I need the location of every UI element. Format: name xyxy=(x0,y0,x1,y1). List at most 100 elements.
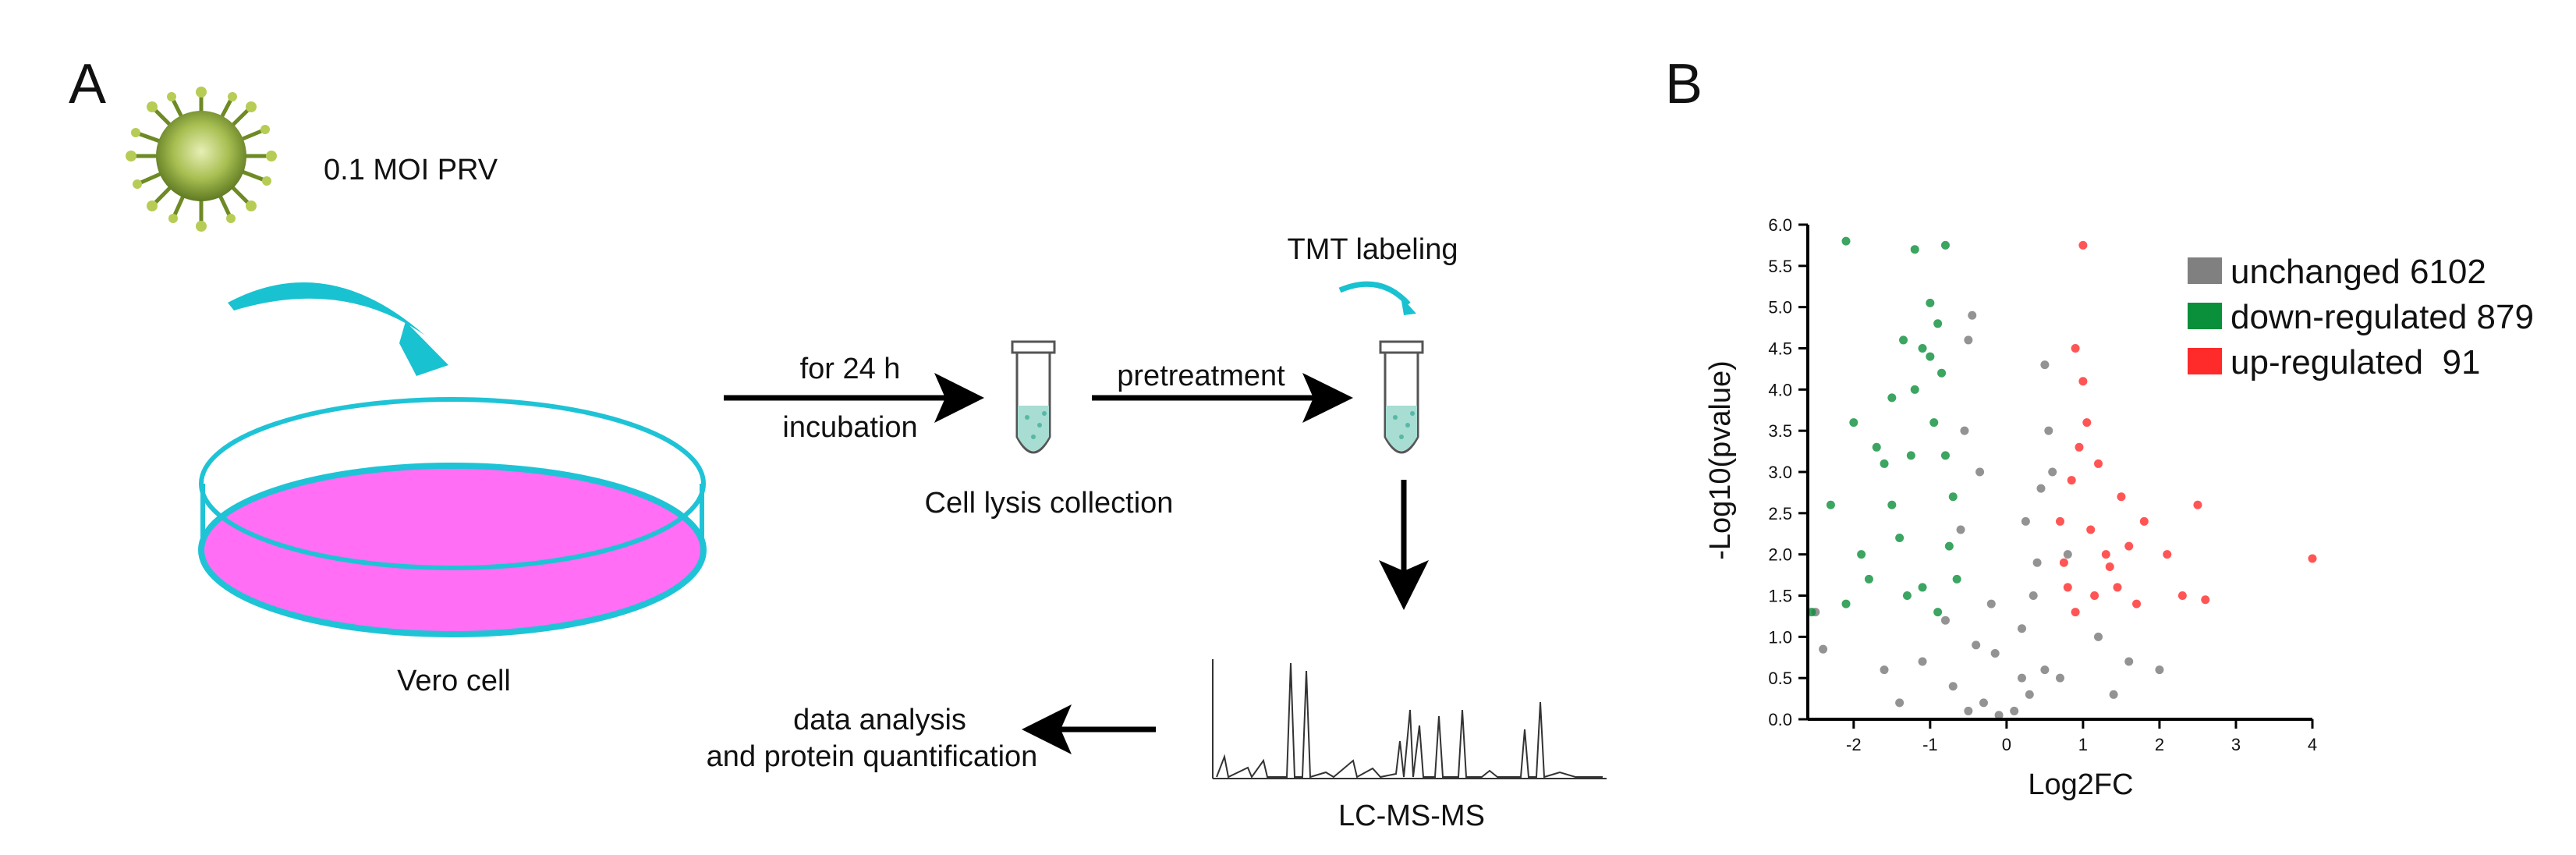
down-regulated-point xyxy=(1841,599,1851,608)
up-regulated-point xyxy=(2063,583,2072,592)
unchanged-point xyxy=(1918,657,1927,666)
up-regulated-point xyxy=(2163,550,2172,559)
y-tick-label: 1.0 xyxy=(1768,627,1792,647)
down-regulated-point xyxy=(1910,385,1919,394)
unchanged-point xyxy=(2040,360,2050,370)
x-tick-label: 4 xyxy=(2308,735,2317,754)
unchanged-point xyxy=(2029,591,2038,600)
unchanged-point xyxy=(1994,711,2004,720)
unchanged-point xyxy=(2036,484,2046,493)
unchanged-point xyxy=(2032,558,2042,567)
y-tick-label: 0.5 xyxy=(1768,669,1792,688)
unchanged-point xyxy=(1972,640,1981,650)
unchanged-point xyxy=(2025,690,2034,699)
up-regulated-point xyxy=(2086,525,2096,534)
up-regulated-point xyxy=(2132,599,2142,608)
x-tick-label: 3 xyxy=(2231,735,2241,754)
volcano-plot: 0.00.51.01.52.02.53.03.54.04.55.05.56.0 … xyxy=(1704,215,2317,801)
up-regulated-point xyxy=(2056,516,2064,526)
unchanged-point xyxy=(1960,426,1969,435)
arrow-right-icon xyxy=(724,373,984,423)
tube2-label: TMT labeling xyxy=(1288,233,1458,266)
y-tick-label: 3.0 xyxy=(1768,463,1792,482)
down-regulated-point xyxy=(1948,492,1958,502)
up-regulated-point xyxy=(2059,558,2068,567)
unchanged-point xyxy=(2044,426,2053,435)
unchanged-point xyxy=(2063,550,2072,559)
step2-label: pretreatment xyxy=(1117,360,1285,392)
down-regulated-point xyxy=(1926,298,1935,307)
down-regulated-point xyxy=(1841,236,1851,246)
up-regulated-point xyxy=(2094,459,2103,468)
unchanged-point xyxy=(1979,698,1988,708)
legend-down-regulated: down-regulated 879 xyxy=(2231,298,2534,336)
tube-icon xyxy=(1379,340,1424,454)
x-tick-label: -2 xyxy=(1846,735,1862,754)
down-regulated-point xyxy=(1940,240,1950,250)
dish-label: Vero cell xyxy=(397,665,511,697)
step1-duration: for 24 h xyxy=(800,353,901,385)
unchanged-point xyxy=(1895,698,1905,708)
x-tick-label: 2 xyxy=(2155,735,2164,754)
down-regulated-point xyxy=(1926,352,1935,361)
unchanged-point xyxy=(1819,644,1828,654)
chromatogram-image xyxy=(1212,659,1607,779)
down-regulated-point xyxy=(1944,541,1954,551)
up-regulated-point xyxy=(2090,591,2099,600)
y-tick-label: 5.0 xyxy=(1768,298,1792,318)
y-tick-label: 1.5 xyxy=(1768,587,1792,606)
ms-label: LC-MS-MS xyxy=(1338,800,1485,832)
up-regulated-point xyxy=(2067,476,2076,485)
down-regulated-point xyxy=(1887,500,1897,509)
unchanged-point xyxy=(2017,624,2026,633)
unchanged-point xyxy=(2155,665,2164,675)
down-regulated-point xyxy=(1895,534,1905,543)
down-regulated-point xyxy=(1952,574,1961,584)
down-regulated-point xyxy=(1933,319,1943,328)
down-regulated-point xyxy=(1864,574,1873,584)
up-regulated-point xyxy=(2193,500,2202,509)
y-tick-label: 2.5 xyxy=(1768,504,1792,523)
unchanged-point xyxy=(1880,665,1889,675)
panel-a-label: A xyxy=(69,53,106,115)
x-tick-label: 0 xyxy=(2002,735,2011,754)
up-regulated-point xyxy=(2139,516,2149,526)
panel-b-label: B xyxy=(1665,53,1703,115)
tube-icon xyxy=(1011,340,1056,454)
small-curved-arrow-icon xyxy=(1338,281,1416,315)
y-tick-label: 3.5 xyxy=(1768,421,1792,441)
down-regulated-point xyxy=(1929,418,1939,428)
unchanged-point xyxy=(2040,665,2050,675)
up-regulated-point xyxy=(2082,418,2092,428)
down-regulated-point xyxy=(1918,344,1927,353)
arrow-down-icon xyxy=(1379,480,1429,610)
y-ticks: 0.00.51.01.52.02.53.03.54.04.55.05.56.0 xyxy=(1768,215,1808,729)
up-regulated-point xyxy=(2101,550,2110,559)
down-regulated-point xyxy=(1933,608,1943,617)
legend: unchanged 6102 down-regulated 879 up-reg… xyxy=(2188,253,2534,381)
up-regulated-point xyxy=(2071,608,2080,617)
down-regulated-point xyxy=(1906,451,1915,460)
unchanged-point xyxy=(2017,673,2026,683)
up-regulated-point xyxy=(2177,591,2187,600)
up-regulated-point xyxy=(2117,492,2126,502)
y-axis-label: -Log10(pvalue) xyxy=(1704,360,1737,560)
down-regulated-point xyxy=(1826,500,1835,509)
up-regulated-point xyxy=(2124,541,2134,551)
up-regulated-point xyxy=(2078,240,2088,250)
unchanged-point xyxy=(1968,310,1977,320)
unchanged-point xyxy=(1948,682,1958,691)
down-regulated-point xyxy=(1902,591,1912,600)
unchanged-point xyxy=(1986,599,1996,608)
volcano-points xyxy=(1807,236,2317,720)
virus-label: 0.1 MOI PRV xyxy=(324,154,498,186)
analysis-line2: and protein quantification xyxy=(707,740,1038,773)
unchanged-point xyxy=(2124,657,2134,666)
x-tick-label: -1 xyxy=(1922,735,1938,754)
legend-swatch-down xyxy=(2188,303,2222,329)
up-regulated-point xyxy=(2105,562,2114,572)
y-tick-label: 6.0 xyxy=(1768,215,1792,235)
unchanged-point xyxy=(2056,673,2064,683)
